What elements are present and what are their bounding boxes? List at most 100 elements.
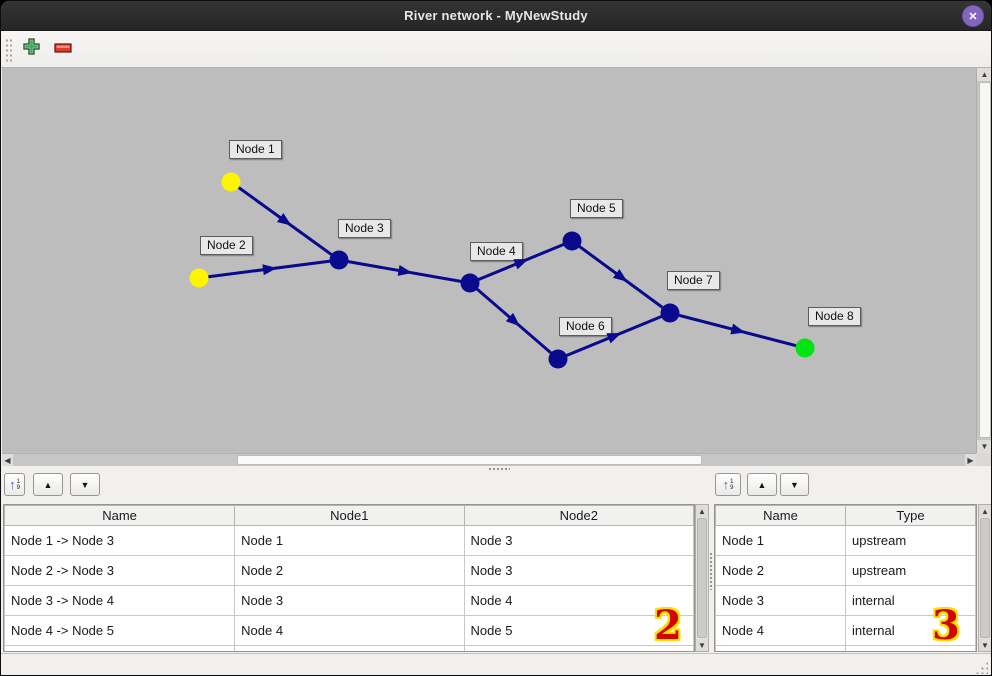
horizontal-scroll-thumb[interactable] bbox=[237, 455, 702, 465]
scroll-left-icon[interactable]: ◀ bbox=[2, 454, 13, 466]
links-move-down-button[interactable]: ▼ bbox=[70, 473, 100, 496]
column-header[interactable]: Name bbox=[715, 505, 846, 526]
network-node[interactable] bbox=[548, 349, 568, 369]
down-arrow-icon: ▼ bbox=[790, 479, 799, 490]
table-cell[interactable] bbox=[234, 645, 465, 651]
network-node[interactable] bbox=[329, 250, 349, 270]
horizontal-splitter-handle[interactable] bbox=[488, 467, 510, 471]
scroll-down-icon[interactable]: ▼ bbox=[977, 440, 991, 453]
canvas-vertical-scrollbar[interactable]: ▲ ▼ bbox=[976, 68, 991, 453]
network-node[interactable] bbox=[660, 303, 680, 323]
scroll-right-icon[interactable]: ▶ bbox=[965, 454, 976, 466]
nodes-move-up-button[interactable]: ▲ bbox=[747, 473, 777, 496]
node-label[interactable]: Node 4 bbox=[470, 242, 523, 261]
nodes-move-down-button[interactable]: ▼ bbox=[780, 473, 809, 496]
table-cell[interactable] bbox=[463, 645, 694, 651]
canvas-horizontal-scrollbar[interactable]: ◀ ▶ bbox=[2, 453, 976, 466]
table-cell[interactable]: Node 5 bbox=[463, 615, 694, 646]
table-cell[interactable] bbox=[4, 645, 236, 651]
table-cell[interactable]: Node 4 bbox=[463, 585, 694, 616]
column-header[interactable]: Type bbox=[845, 505, 976, 526]
table-cell[interactable]: Node 1 -> Node 3 bbox=[4, 525, 236, 556]
table-cell[interactable]: upstream bbox=[845, 555, 976, 586]
scroll-thumb[interactable] bbox=[697, 518, 707, 638]
red-minus-icon bbox=[54, 40, 72, 58]
network-node[interactable] bbox=[221, 172, 241, 192]
table-cell[interactable]: Node 3 bbox=[715, 585, 846, 616]
vertical-scroll-thumb[interactable] bbox=[979, 82, 991, 438]
node-label[interactable]: Node 5 bbox=[570, 199, 623, 218]
node-label[interactable]: Node 6 bbox=[559, 317, 612, 336]
node-label[interactable]: Node 1 bbox=[229, 140, 282, 159]
table-cell[interactable]: internal bbox=[845, 615, 976, 646]
scroll-down-icon[interactable]: ▼ bbox=[696, 639, 708, 651]
up-arrow-icon: ▲ bbox=[757, 479, 767, 490]
resize-grip-icon[interactable] bbox=[975, 661, 988, 674]
table-cell[interactable] bbox=[715, 645, 846, 651]
table-cell[interactable]: Node 2 -> Node 3 bbox=[4, 555, 236, 586]
column-header[interactable]: Name bbox=[4, 505, 236, 526]
table-cell[interactable]: Node 3 -> Node 4 bbox=[4, 585, 236, 616]
network-node[interactable] bbox=[460, 273, 480, 293]
table-row[interactable] bbox=[4, 645, 694, 651]
node-label[interactable]: Node 2 bbox=[200, 236, 253, 255]
scroll-up-icon[interactable]: ▲ bbox=[696, 505, 708, 517]
node-label[interactable]: Node 7 bbox=[667, 271, 720, 290]
table-cell[interactable]: internal bbox=[845, 585, 976, 616]
table-cell[interactable]: upstream bbox=[845, 525, 976, 556]
table-cell[interactable] bbox=[845, 645, 976, 651]
node-label[interactable]: Node 8 bbox=[808, 307, 861, 326]
scroll-up-icon[interactable]: ▲ bbox=[977, 68, 991, 81]
window-title: River network - MyNewStudy bbox=[404, 8, 588, 23]
table-cell[interactable]: Node 2 bbox=[715, 555, 846, 586]
table-cell[interactable]: Node 3 bbox=[234, 585, 465, 616]
title-bar[interactable]: River network - MyNewStudy ✕ bbox=[1, 1, 991, 31]
column-header[interactable]: Node1 bbox=[234, 505, 465, 526]
node-label[interactable]: Node 3 bbox=[338, 219, 391, 238]
vertical-splitter-handle[interactable] bbox=[709, 552, 713, 590]
remove-button[interactable] bbox=[49, 35, 77, 63]
network-node[interactable] bbox=[795, 338, 815, 358]
scroll-up-icon[interactable]: ▲ bbox=[979, 505, 991, 517]
network-node[interactable] bbox=[189, 268, 209, 288]
table-cell[interactable]: Node 4 bbox=[715, 615, 846, 646]
column-header[interactable]: Node2 bbox=[463, 505, 694, 526]
scroll-down-icon[interactable]: ▼ bbox=[979, 639, 991, 651]
table-cell[interactable]: Node 1 bbox=[715, 525, 846, 556]
toolbar-drag-handle-icon[interactable] bbox=[4, 37, 12, 62]
links-table-scrollbar[interactable]: ▲ ▼ bbox=[695, 504, 709, 652]
annotation-2: 2 bbox=[654, 602, 682, 649]
scroll-thumb[interactable] bbox=[980, 518, 990, 638]
links-move-up-button[interactable]: ▲ bbox=[33, 473, 63, 496]
table-cell[interactable]: Node 4 -> Node 5 bbox=[4, 615, 236, 646]
table-row[interactable] bbox=[715, 645, 976, 651]
add-button[interactable] bbox=[17, 35, 45, 63]
edge-arrow-icon bbox=[612, 269, 628, 282]
close-button[interactable]: ✕ bbox=[962, 5, 984, 27]
edge-arrow-icon bbox=[276, 213, 292, 226]
network-node[interactable] bbox=[562, 231, 582, 251]
edge-arrow-icon bbox=[397, 265, 413, 276]
edge-arrow-icon bbox=[505, 312, 521, 327]
table-cell[interactable]: Node 1 bbox=[234, 525, 465, 556]
nodes-table-scrollbar[interactable]: ▲ ▼ bbox=[978, 504, 991, 652]
table-cell[interactable]: Node 4 bbox=[234, 615, 465, 646]
table-cell[interactable]: Node 3 bbox=[463, 525, 694, 556]
table-cell[interactable]: Node 3 bbox=[463, 555, 694, 586]
table-cell[interactable]: Node 2 bbox=[234, 555, 465, 586]
